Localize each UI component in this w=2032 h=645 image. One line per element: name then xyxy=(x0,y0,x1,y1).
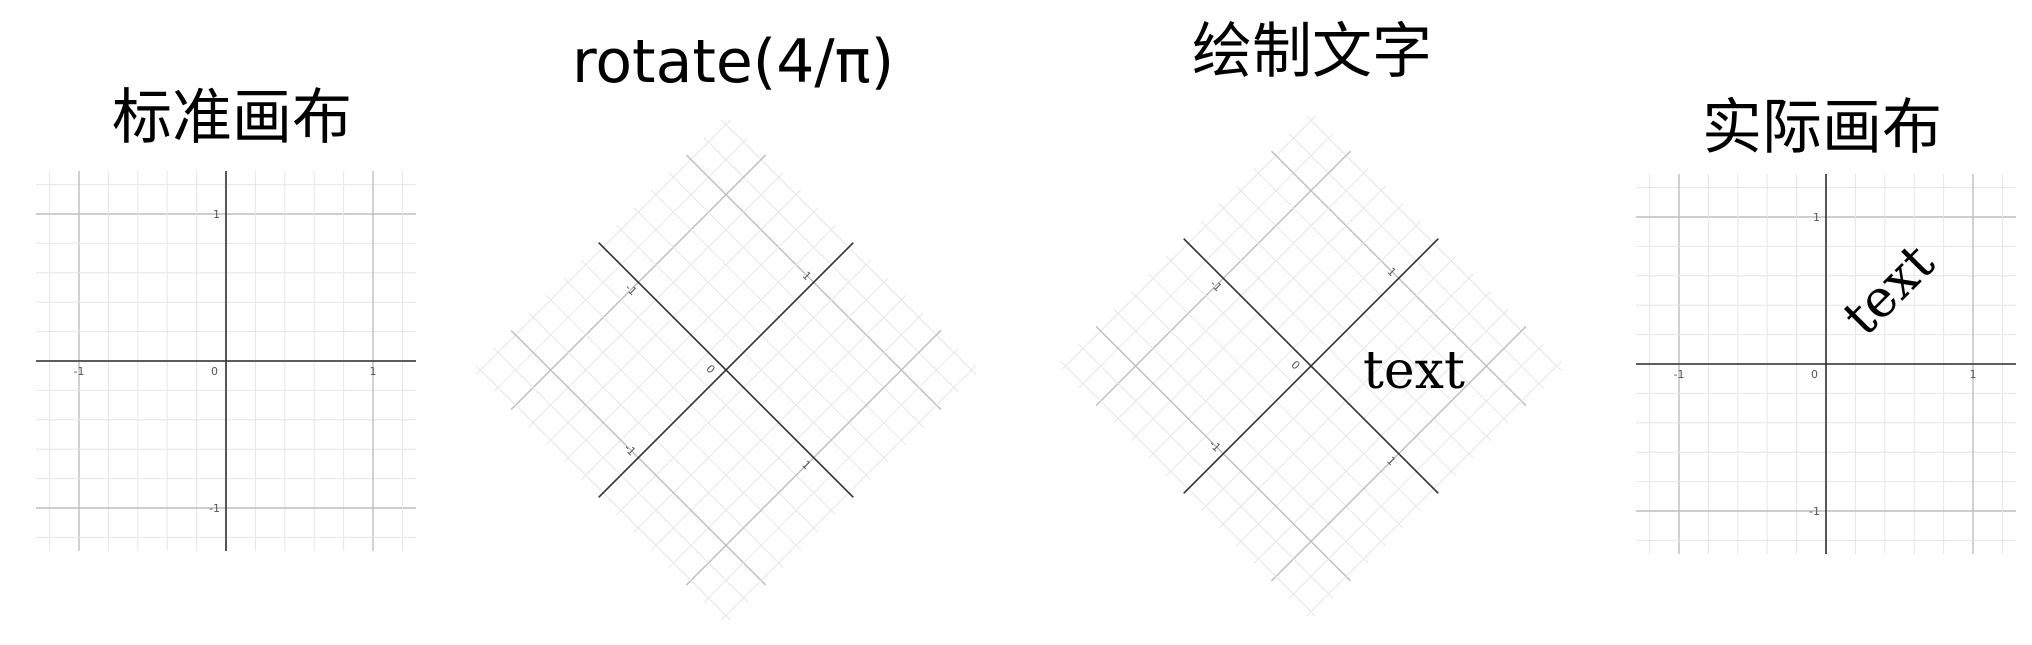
tick-label-origin: 0 xyxy=(703,362,717,376)
tick-label-y-neg: -1 xyxy=(1809,505,1820,518)
tick-label-y-pos: 1 xyxy=(1813,211,1820,224)
panel-title-rotate: rotate(4/π) xyxy=(572,27,895,97)
text-sample: text xyxy=(1832,233,1947,348)
tick-label-x-neg: -1 xyxy=(1674,368,1685,381)
tick-label-x-pos: 1 xyxy=(1970,368,1977,381)
text-sample: text xyxy=(1363,341,1465,401)
tick-label-y-pos: 1 xyxy=(213,208,220,221)
y-axis xyxy=(1183,238,1439,494)
tick-label-origin: 0 xyxy=(1288,358,1302,372)
panel-title-draw-text: 绘制文字 xyxy=(1192,17,1432,87)
panel-title-standard-canvas: 标准画布 xyxy=(112,83,352,153)
coordinate-grid-3: -1 1 0 1 -1 xyxy=(1636,174,2016,554)
coordinate-grid-0: -1 1 0 1 -1 xyxy=(36,171,416,551)
tick-label-x-pos: 1 xyxy=(370,365,377,378)
rotated-text-group: text xyxy=(1832,233,1947,348)
tick-label-y-neg: -1 xyxy=(209,502,220,515)
tick-label-origin: 0 xyxy=(211,365,218,378)
tick-label-x-neg: -1 xyxy=(74,365,85,378)
y-axis xyxy=(598,242,854,498)
tick-label-origin: 0 xyxy=(1811,368,1818,381)
panel-title-actual-canvas: 实际画布 xyxy=(1702,93,1942,163)
